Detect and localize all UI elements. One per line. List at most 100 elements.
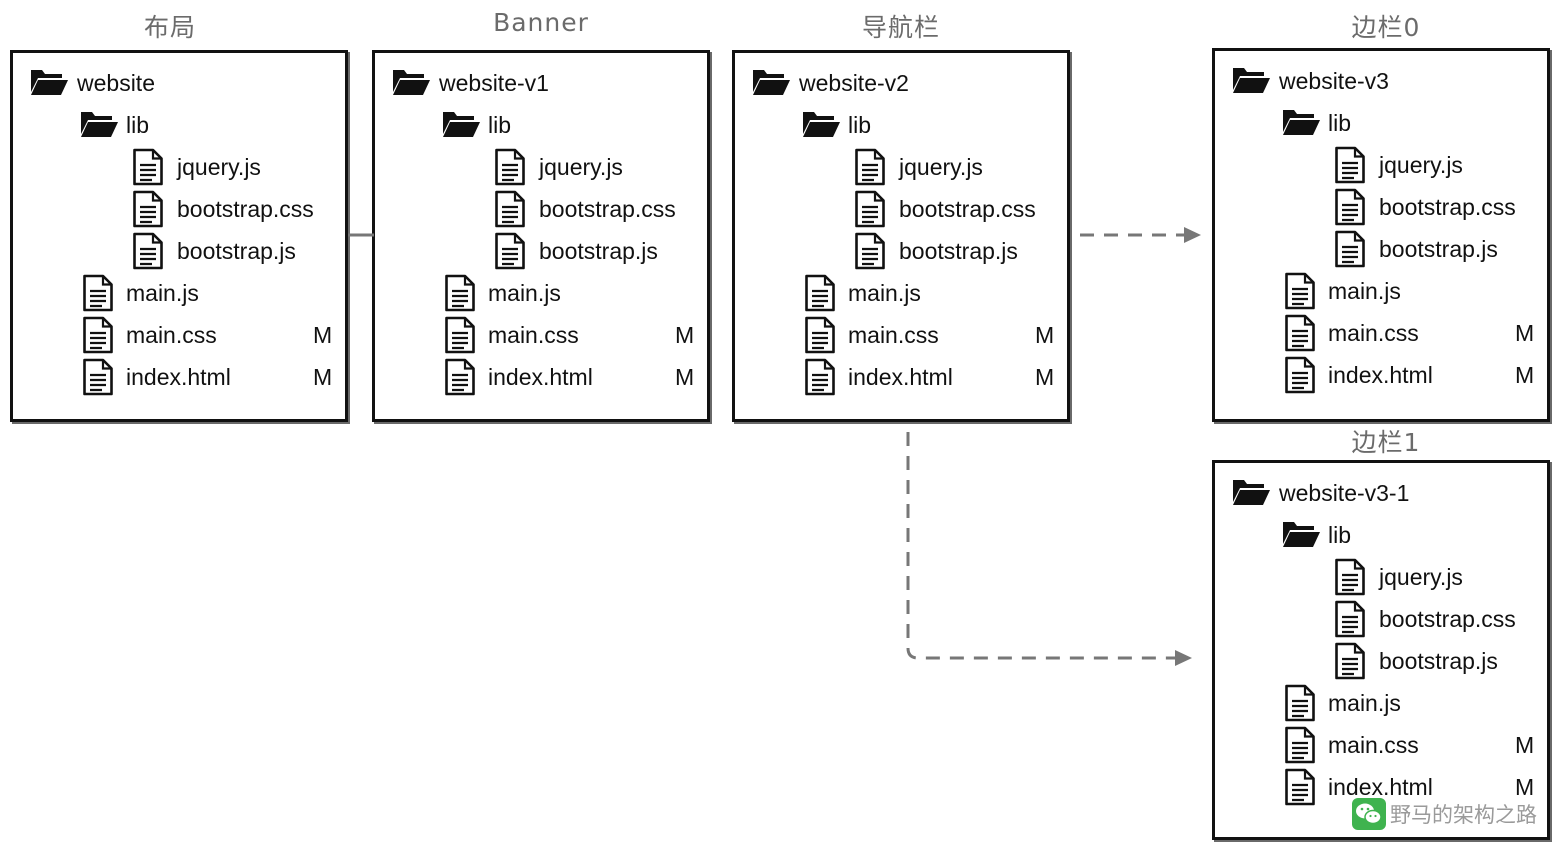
modified-status-badge: M — [1515, 774, 1535, 800]
panel-title: 边栏0 — [1351, 13, 1421, 42]
file-name: main.css — [848, 322, 939, 348]
file-name: bootstrap.css — [899, 196, 1036, 222]
folder-open-icon — [1233, 480, 1270, 505]
file-icon — [83, 316, 113, 354]
folder-open-icon — [443, 112, 480, 137]
root-folder-name: website-v1 — [439, 70, 549, 96]
file-name: main.js — [1328, 278, 1401, 304]
file-name: jquery.js — [899, 154, 983, 180]
file-icon — [855, 190, 885, 228]
folder-open-icon — [1233, 68, 1270, 93]
file-name: bootstrap.css — [1379, 194, 1516, 220]
file-icon — [1285, 272, 1315, 310]
file-icon — [1285, 726, 1315, 764]
file-name: main.js — [126, 280, 199, 306]
file-icon — [805, 316, 835, 354]
arrowhead-v3-1 — [1175, 650, 1192, 666]
file-icon — [445, 274, 475, 312]
file-name: index.html — [126, 364, 231, 390]
modified-status-badge: M — [1035, 364, 1055, 390]
modified-status-badge: M — [313, 322, 333, 348]
file-name: bootstrap.css — [539, 196, 676, 222]
file-name: bootstrap.js — [1379, 236, 1498, 262]
file-name: main.css — [1328, 732, 1419, 758]
file-name: bootstrap.js — [1379, 648, 1498, 674]
file-icon — [445, 358, 475, 396]
file-name: index.html — [1328, 774, 1433, 800]
file-icon — [495, 232, 525, 270]
file-icon — [1335, 146, 1365, 184]
file-icon — [133, 148, 163, 186]
folder-tree-panel: website-v3 lib jquery.js bootstrap.css boots… — [1212, 48, 1550, 422]
file-name: bootstrap.css — [177, 196, 314, 222]
file-name: index.html — [1328, 362, 1433, 388]
file-icon — [1335, 600, 1365, 638]
folder-open-icon — [1283, 110, 1320, 135]
file-icon — [445, 316, 475, 354]
file-name: jquery.js — [1379, 152, 1463, 178]
file-icon — [1285, 356, 1315, 394]
file-icon — [133, 232, 163, 270]
file-name: index.html — [488, 364, 593, 390]
modified-status-badge: M — [1515, 362, 1535, 388]
root-folder-name: website — [77, 70, 155, 96]
file-icon — [805, 358, 835, 396]
lib-folder-name: lib — [126, 112, 150, 138]
folder-open-icon — [803, 112, 840, 137]
file-name: jquery.js — [539, 154, 623, 180]
file-name: bootstrap.js — [177, 238, 296, 264]
file-name: main.js — [488, 280, 561, 306]
modified-status-badge: M — [675, 322, 695, 348]
folder-tree-panel: website-v1 lib jquery.js bootstrap.css boots… — [372, 50, 710, 422]
panel-title: 导航栏 — [861, 13, 940, 42]
file-icon — [855, 148, 885, 186]
modified-status-badge: M — [1515, 732, 1535, 758]
file-icon — [133, 190, 163, 228]
root-folder-name: website-v3 — [1279, 68, 1389, 94]
lib-folder-name: lib — [1328, 522, 1352, 548]
folder-tree-panel: website lib jquery.js bootstrap.css bootstra… — [10, 50, 348, 422]
file-icon — [495, 148, 525, 186]
dashed-arrow-to-v3-1 — [906, 432, 1176, 660]
panel-title: 布局 — [143, 13, 196, 42]
file-icon — [495, 190, 525, 228]
lib-folder-name: lib — [488, 112, 512, 138]
folder-open-icon — [393, 70, 430, 95]
folder-tree-panel: website-v2 lib jquery.js bootstrap.css boots… — [732, 50, 1070, 422]
file-icon — [1335, 558, 1365, 596]
file-icon — [83, 358, 113, 396]
wechat-icon — [1352, 798, 1386, 830]
file-name: main.css — [1328, 320, 1419, 346]
lib-folder-name: lib — [1328, 110, 1352, 136]
folder-open-icon — [81, 112, 118, 137]
file-icon — [83, 274, 113, 312]
folder-open-icon — [1283, 522, 1320, 547]
modified-status-badge: M — [1035, 322, 1055, 348]
modified-status-badge: M — [675, 364, 695, 390]
folder-open-icon — [31, 70, 68, 95]
file-name: bootstrap.css — [1379, 606, 1516, 632]
file-name: main.js — [848, 280, 921, 306]
modified-status-badge: M — [1515, 320, 1535, 346]
root-folder-name: website-v2 — [799, 70, 909, 96]
file-name: main.css — [126, 322, 217, 348]
file-name: main.css — [488, 322, 579, 348]
file-name: jquery.js — [1379, 564, 1463, 590]
file-icon — [1335, 642, 1365, 680]
file-name: bootstrap.js — [539, 238, 658, 264]
file-icon — [805, 274, 835, 312]
file-name: bootstrap.js — [899, 238, 1018, 264]
panel-title: 边栏1 — [1351, 428, 1421, 457]
watermark-text: 野马的架构之路 — [1390, 803, 1537, 827]
file-name: main.js — [1328, 690, 1401, 716]
file-icon — [1285, 768, 1315, 806]
arrowhead-v3 — [1184, 227, 1201, 243]
lib-folder-name: lib — [848, 112, 872, 138]
file-icon — [1285, 684, 1315, 722]
panel-title: Banner — [493, 8, 589, 37]
file-name: jquery.js — [177, 154, 261, 180]
file-icon — [1285, 314, 1315, 352]
folder-open-icon — [753, 70, 790, 95]
file-icon — [1335, 230, 1365, 268]
